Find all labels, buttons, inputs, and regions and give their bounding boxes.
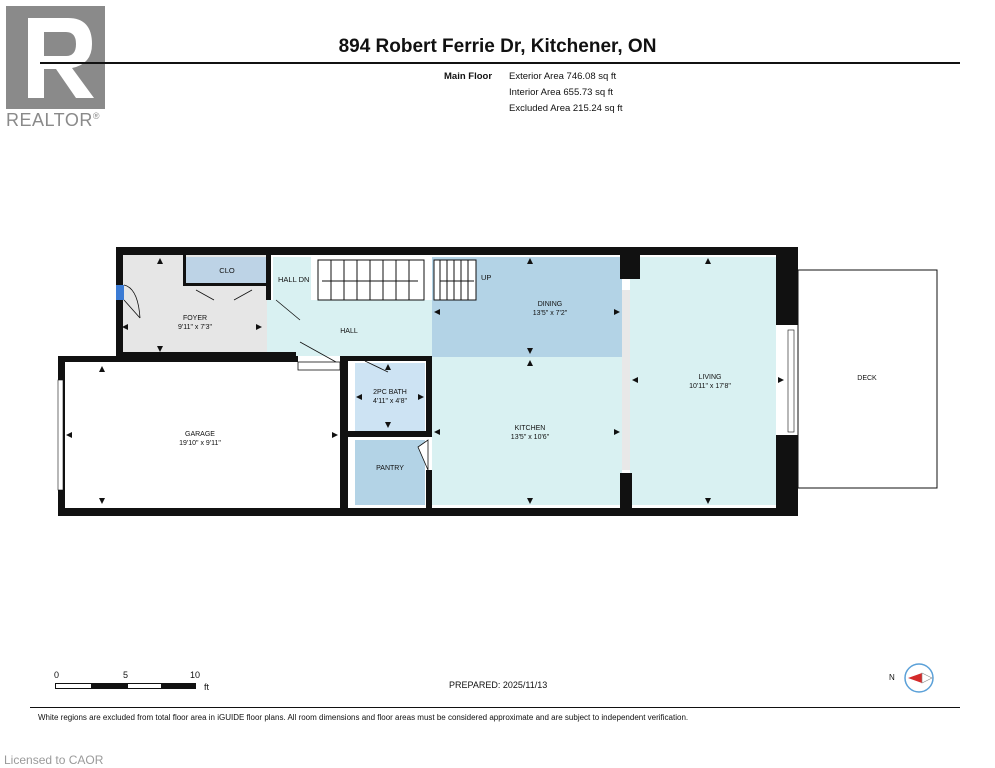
- dimension-markers: [66, 258, 784, 504]
- garage-name: GARAGE: [185, 431, 215, 438]
- pantry-fill: [355, 440, 425, 505]
- closet-fill: [183, 257, 266, 285]
- room-label-living: LIVING 10'11" x 17'8": [670, 373, 750, 391]
- realtor-logo: [6, 6, 105, 109]
- prepared-date: PREPARED: 2025/11/13: [449, 680, 548, 690]
- realtor-r-mark-icon: [6, 6, 105, 109]
- bath-name: 2PC BATH: [373, 389, 407, 396]
- foyer-dims: 9'11" x 7'3": [178, 324, 212, 331]
- patio-door: [787, 329, 795, 433]
- realtor-logo-text: REALTOR®: [6, 110, 100, 131]
- excluded-area: Excluded Area 215.24 sq ft: [509, 103, 623, 114]
- scale-label-0: 0: [54, 670, 60, 680]
- hall-fill: [267, 300, 432, 356]
- garage-window: [57, 379, 64, 491]
- license-text: Licensed to CAOR: [4, 753, 104, 767]
- exterior-area: Exterior Area 746.08 sq ft: [509, 71, 617, 82]
- room-label-garage: GARAGE 19'10" x 9'11": [160, 430, 240, 448]
- kitchen-name: KITCHEN: [514, 425, 546, 432]
- scale-graphic: [55, 683, 196, 689]
- scale-unit: ft: [204, 682, 210, 692]
- room-label-hall: HALL: [340, 328, 358, 335]
- bath-dims: 4'11" x 4'8": [373, 398, 407, 405]
- living-dims: 10'11" x 17'8": [689, 383, 731, 390]
- compass-icon: [904, 663, 934, 693]
- dining-name: DINING: [537, 301, 563, 308]
- room-label-pantry: PANTRY: [376, 465, 404, 472]
- room-label-deck: DECK: [857, 375, 877, 382]
- garage-dims: 19'10" x 9'11": [179, 440, 221, 447]
- footer-divider: [30, 707, 960, 708]
- logo-wordmark: REALTOR: [6, 110, 93, 130]
- doors: [123, 284, 429, 471]
- registered-mark: ®: [92, 111, 100, 121]
- foyer-name: FOYER: [182, 315, 208, 322]
- living-fill: [630, 257, 776, 505]
- room-label-up: UP: [481, 273, 492, 282]
- page-title: 894 Robert Ferrie Dr, Kitchener, ON: [338, 36, 657, 57]
- interior-area: Interior Area 655.73 sq ft: [509, 87, 614, 98]
- room-label-hall-dn: HALL DN: [278, 275, 310, 284]
- stairs-up: [433, 259, 477, 301]
- dining-dims: 13'5" x 7'2": [532, 310, 568, 317]
- hall-dn-fill: [273, 257, 311, 300]
- walls: [58, 247, 798, 516]
- compass-north-label: N: [889, 673, 895, 682]
- scale-label-5: 5: [123, 670, 129, 680]
- room-label-dining: DINING 13'5" x 7'2": [510, 300, 590, 318]
- living-pass-through: [622, 290, 630, 470]
- living-name: LIVING: [698, 374, 722, 381]
- room-label-kitchen: KITCHEN 13'5" x 10'6": [490, 424, 570, 442]
- kitchen-fill: [432, 357, 622, 505]
- floor-label: Main Floor: [444, 71, 493, 82]
- room-label-closet: CLO: [219, 266, 235, 275]
- room-label-bath: 2PC BATH 4'11" x 4'8": [360, 388, 420, 406]
- deck-area: [797, 269, 938, 489]
- kitchen-dims: 13'5" x 10'6": [510, 434, 550, 441]
- bath-fill: [355, 363, 425, 431]
- disclaimer-text: White regions are excluded from total fl…: [38, 713, 689, 722]
- scale-label-10: 10: [190, 670, 201, 680]
- title-divider: [40, 62, 960, 64]
- stairs-down: [317, 259, 425, 301]
- room-label-foyer: FOYER 9'11" x 7'3": [160, 314, 230, 332]
